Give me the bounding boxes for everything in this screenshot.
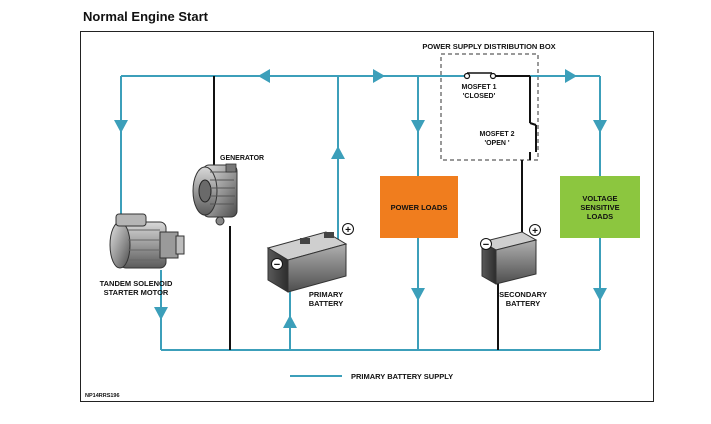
generator-icon: [192, 163, 238, 226]
secondary-battery-label-2: BATTERY: [506, 299, 541, 308]
legend-label: PRIMARY BATTERY SUPPLY: [351, 372, 453, 381]
voltage-sensitive-loads-box: [560, 176, 640, 238]
mosfet1-label: MOSFET 1: [461, 84, 496, 91]
mosfet1-switch-icon: [463, 72, 497, 80]
distribution-box: [440, 53, 539, 161]
starter-label-1: TANDEM SOLENOID: [100, 279, 173, 288]
starter-motor-icon: [109, 213, 185, 269]
mosfet2-state: 'OPEN ': [484, 140, 509, 147]
mosfet2-label: MOSFET 2: [479, 131, 514, 138]
supply-wiring: [120, 75, 601, 351]
primary-minus-sign: −: [274, 259, 280, 271]
power-loads-label: POWER LOADS: [391, 203, 448, 212]
primary-battery-label-1: PRIMARY: [309, 290, 343, 299]
page-title: Normal Engine Start: [83, 9, 208, 24]
diagram-frame: [80, 31, 654, 402]
primary-battery-label-2: BATTERY: [309, 299, 344, 308]
voltage-loads-label-1: VOLTAGE: [582, 194, 617, 203]
secondary-plus-sign: +: [532, 226, 538, 237]
mosfet1-state: 'CLOSED': [463, 93, 496, 100]
distribution-box-label: POWER SUPPLY DISTRIBUTION BOX: [422, 42, 555, 51]
starter-label-2: STARTER MOTOR: [104, 288, 169, 297]
secondary-minus-sign: −: [483, 239, 489, 251]
primary-battery-icon: [266, 223, 354, 293]
secondary-battery-icon: [480, 224, 541, 285]
primary-plus-sign: +: [345, 225, 351, 236]
legend: PRIMARY BATTERY SUPPLY: [290, 372, 453, 381]
voltage-loads-label-2: SENSITIVE: [580, 203, 619, 212]
arrow-icon: [114, 69, 607, 328]
mosfet2-switch-icon: [529, 122, 537, 152]
generator-label: GENERATOR: [220, 155, 264, 162]
ground-wiring: [213, 75, 531, 350]
power-loads-box: [380, 176, 458, 238]
reference-code: NP14RRS196: [85, 393, 120, 399]
voltage-loads-label-3: LOADS: [587, 212, 613, 221]
secondary-battery-label-1: SECONDARY: [499, 290, 547, 299]
